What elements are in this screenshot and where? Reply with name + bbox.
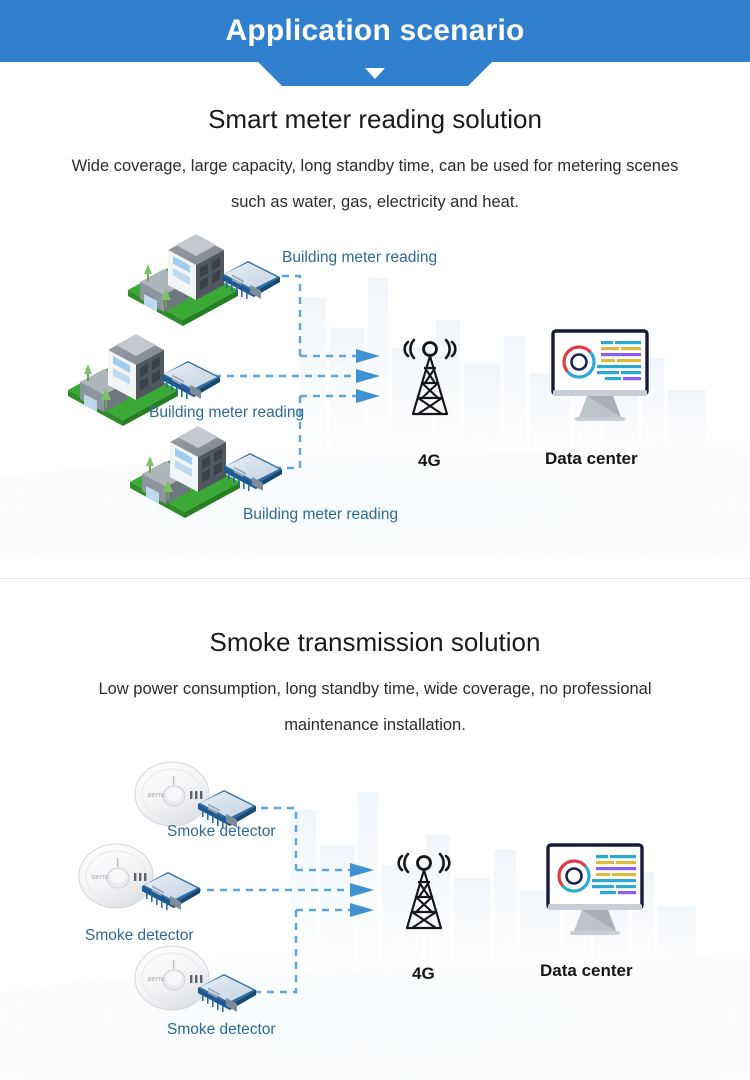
- tower-label: 4G: [418, 451, 441, 470]
- section-2-desc-line1: Low power consumption, long standby time…: [98, 679, 652, 698]
- section-smart-meter: Smart meter reading solution Wide covera…: [0, 105, 750, 220]
- section-divider: [0, 578, 750, 579]
- building-icon: [128, 234, 238, 326]
- page-header-banner: Application scenario: [0, 0, 750, 62]
- node-label-detector-2: Smoke detector: [85, 927, 194, 944]
- cityscape-watermark: [0, 792, 750, 1080]
- section-1-desc-line1: Wide coverage, large capacity, long stan…: [71, 156, 679, 175]
- section-1-desc-line2: such as water, gas, electricity and heat…: [231, 192, 519, 211]
- chevron-down-icon: [365, 68, 385, 79]
- node-label-building-1: Building meter reading: [282, 249, 438, 266]
- section-1-title: Smart meter reading solution: [208, 104, 542, 134]
- node-label-building-2: Building meter reading: [149, 404, 305, 421]
- page-title: Application scenario: [225, 14, 525, 47]
- diagram-smoke-transmission: Smoke detector Smoke detector Smoke dete…: [0, 750, 750, 1080]
- tower-label: 4G: [412, 964, 435, 983]
- cityscape-watermark: [0, 278, 750, 558]
- arrow-heads: [350, 863, 374, 917]
- datacenter-label: Data center: [545, 449, 638, 468]
- datacenter-label: Data center: [540, 961, 633, 980]
- arrow-heads: [356, 349, 380, 403]
- diagram-smart-meter: EBYTE: [0, 228, 750, 558]
- banner-tab-chevron: [258, 62, 492, 86]
- smoke-detector-icon: [134, 761, 210, 827]
- node-label-detector-3: Smoke detector: [167, 1021, 276, 1038]
- section-smoke-transmission: Smoke transmission solution Low power co…: [0, 628, 750, 743]
- node-label-detector-1: Smoke detector: [167, 823, 276, 840]
- smoke-detector-icon: [78, 843, 154, 909]
- node-label-building-3: Building meter reading: [243, 506, 399, 523]
- section-2-title: Smoke transmission solution: [209, 627, 541, 657]
- smoke-detector-icon: [134, 945, 210, 1011]
- section-2-desc-line2: maintenance installation.: [284, 715, 466, 734]
